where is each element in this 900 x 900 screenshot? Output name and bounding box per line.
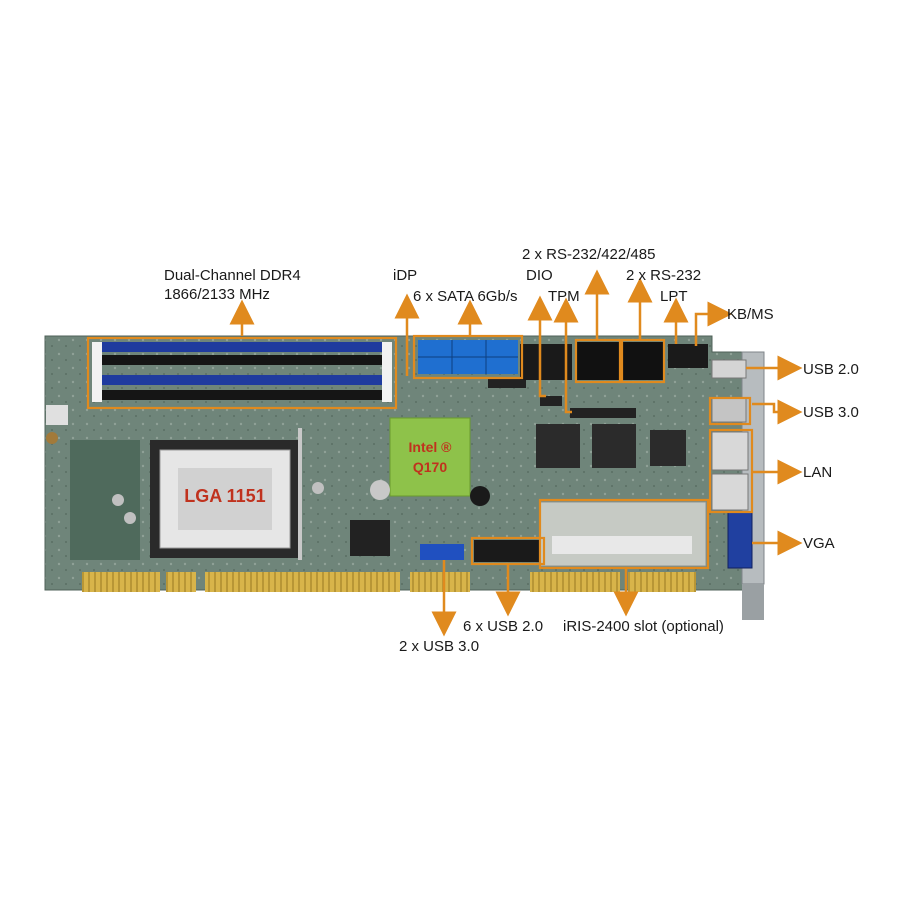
kbms-label: KB/MS xyxy=(727,306,774,323)
serial-multi-label: 2 x RS-232/422/485 xyxy=(522,246,656,263)
memory-highlight xyxy=(86,336,398,410)
cpu-socket: LGA 1151 xyxy=(150,428,302,560)
vga-label: VGA xyxy=(803,535,835,552)
edge-connector xyxy=(410,572,470,592)
arrow-up-icon xyxy=(553,297,579,414)
lpt-label: LPT xyxy=(660,288,688,305)
arrow-up-icon xyxy=(527,295,553,398)
arrow-right-icon xyxy=(752,399,803,425)
highlights xyxy=(86,334,754,570)
sata-connectors xyxy=(418,340,526,388)
idp-label: iDP xyxy=(393,267,418,284)
usb30-header-label: 2 x USB 3.0 xyxy=(399,638,480,655)
usb20-header-label: 6 x USB 2.0 xyxy=(463,618,544,635)
lan-label: LAN xyxy=(803,464,833,481)
serial-232-highlight xyxy=(620,338,666,384)
dio-label: DIO xyxy=(526,267,553,284)
chipset-label-line1: Intel ® xyxy=(409,439,453,455)
edge-connector xyxy=(205,572,400,592)
callout-arrows xyxy=(229,269,803,637)
dimm-slots xyxy=(92,342,392,402)
sata-highlight xyxy=(412,334,524,380)
usb30-rear-label: USB 3.0 xyxy=(803,404,859,421)
serial-232-label: 2 x RS-232 xyxy=(626,267,702,284)
tpm-label: TPM xyxy=(548,288,580,305)
cpu-socket-label: LGA 1151 xyxy=(184,486,265,506)
chipset-label-line2: Q170 xyxy=(413,459,447,475)
board-components xyxy=(46,342,708,567)
edge-connector xyxy=(628,572,696,592)
iris-slot-label: iRIS-2400 slot (optional) xyxy=(563,618,724,635)
memory-label-line1: Dual-Channel DDR4 xyxy=(164,267,301,284)
arrow-right-icon xyxy=(694,301,733,346)
iris-highlight xyxy=(538,498,710,570)
chipset: Intel ® Q170 xyxy=(389,417,471,497)
rear-io-connectors xyxy=(711,359,753,569)
memory-label-line2: 1866/2133 MHz xyxy=(164,286,270,303)
sata-label: 6 x SATA 6Gb/s xyxy=(413,288,518,305)
edge-connector xyxy=(82,572,160,592)
edge-connector xyxy=(530,572,620,592)
usb20-rear-label: USB 2.0 xyxy=(803,361,859,378)
edge-connector xyxy=(166,572,196,592)
usb30-rear-highlight xyxy=(708,396,752,426)
